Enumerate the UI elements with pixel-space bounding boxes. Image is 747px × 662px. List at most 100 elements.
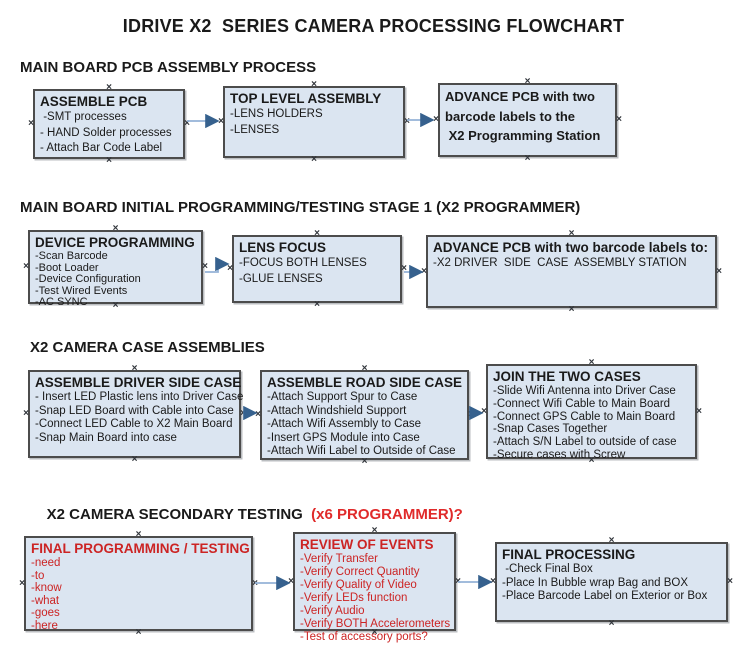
box-item: -Attach S/N Label to outside of case xyxy=(493,436,677,449)
flow-box-advance-pcb-case-assembly: ADVANCE PCB with two barcode labels to: … xyxy=(421,229,722,315)
connection-point-marker: × xyxy=(240,408,246,419)
connection-point-marker: × xyxy=(311,79,317,90)
box-item: -GLUE LENSES xyxy=(239,272,323,285)
connection-point-marker: × xyxy=(608,618,615,629)
section-heading-text: X2 CAMERA SECONDARY TESTING xyxy=(46,506,312,523)
box-item: -Device Configuration xyxy=(35,273,141,285)
flow-box-top-level-assembly: TOP LEVEL ASSEMBLY -LENS HOLDERS -LENSES… xyxy=(218,80,410,165)
box-item: -Secure cases with Screw xyxy=(493,448,626,461)
box-item: -Snap LED Board with Cable into Case xyxy=(35,404,234,417)
connection-point-marker: × xyxy=(568,228,575,239)
connection-point-marker: × xyxy=(404,116,410,127)
connection-point-marker: × xyxy=(727,576,733,587)
box-item: -Attach Wifi Label to Outside of Case xyxy=(267,445,456,457)
connection-point-marker: × xyxy=(131,454,138,465)
connection-point-marker: × xyxy=(588,357,595,368)
connection-point-marker: × xyxy=(361,363,368,374)
box-item: -know xyxy=(31,582,62,594)
page-title: IDRIVE X2 SERIES CAMERA PROCESSING FLOWC… xyxy=(122,16,625,36)
connection-point-marker: × xyxy=(288,575,294,587)
box-title: LENS FOCUS xyxy=(239,240,327,255)
box-item: -Test of accessory ports? xyxy=(300,631,428,643)
connection-point-marker: × xyxy=(455,575,461,587)
box-item: -what xyxy=(31,594,60,607)
connection-point-marker: × xyxy=(19,577,25,589)
box-item: -goes xyxy=(31,607,60,619)
box-title-line: X2 Programming Station xyxy=(445,128,601,143)
box-item: -Attach Support Spur to Case xyxy=(267,391,418,403)
connection-point-marker: × xyxy=(524,76,531,87)
connection-point-marker: × xyxy=(255,409,261,420)
box-title: FINAL PROCESSING xyxy=(502,547,636,562)
box-title: ASSEMBLE ROAD SIDE CASE xyxy=(267,375,463,390)
connection-point-marker: × xyxy=(184,118,190,129)
connection-point-marker: × xyxy=(696,405,702,417)
box-title: FINAL PROGRAMMING / TESTING xyxy=(31,541,250,556)
box-item: -Snap Cases Together xyxy=(493,423,608,436)
box-item: -Scan Barcode xyxy=(35,250,108,262)
connection-point-marker: × xyxy=(202,261,208,272)
section-heading-case-assemblies: X2 CAMERA CASE ASSEMBLIES xyxy=(30,339,265,356)
connection-point-marker: × xyxy=(433,114,439,125)
connection-point-marker: × xyxy=(524,153,531,164)
box-item: -to xyxy=(31,569,45,582)
box-item: - Insert LED Plastic lens into Driver Ca… xyxy=(35,391,244,403)
box-title: JOIN THE TWO CASES xyxy=(493,369,641,384)
connection-point-marker: × xyxy=(314,228,320,239)
box-item: -here xyxy=(31,619,58,632)
box-item: - Attach Bar Code Label xyxy=(40,142,163,154)
box-title: DEVICE PROGRAMMING xyxy=(35,235,195,250)
connection-point-marker: × xyxy=(28,118,34,129)
connection-point-marker: × xyxy=(23,261,29,272)
box-item: -Verify BOTH Accelerometers xyxy=(300,618,451,630)
flow-box-assemble-pcb: ASSEMBLE PCB -SMT processes - HAND Solde… xyxy=(28,83,190,166)
box-item: -Connect Wifi Cable to Main Board xyxy=(493,397,671,410)
connection-point-marker: × xyxy=(311,154,317,165)
box-item: -Slide Wifi Antenna into Driver Case xyxy=(493,385,676,397)
box-item: -SMT processes xyxy=(40,111,127,123)
box-item: -Place In Bubble wrap Bag and BOX xyxy=(502,576,689,589)
box-item: -Test Wired Events xyxy=(35,284,128,297)
connection-point-marker: × xyxy=(314,299,320,310)
box-item: -Attach Windshield Support xyxy=(267,404,407,417)
box-title: ASSEMBLE PCB xyxy=(40,94,148,109)
section-heading-initial-programming: MAIN BOARD INITIAL PROGRAMMING/TESTING S… xyxy=(20,199,581,216)
connection-point-marker: × xyxy=(568,304,575,315)
box-item: -Snap Main Board into case xyxy=(35,431,177,444)
box-title: TOP LEVEL ASSEMBLY xyxy=(230,91,382,106)
box-item: -Place Barcode Label on Exterior or Box xyxy=(502,590,708,602)
connection-point-marker: × xyxy=(131,363,138,374)
box-title: ADVANCE PCB with two barcode labels to: xyxy=(433,240,709,255)
box-item: -Check Final Box xyxy=(502,563,593,575)
connection-point-marker: × xyxy=(616,114,622,125)
connection-point-marker: × xyxy=(252,577,258,589)
box-title-line: barcode labels to the xyxy=(445,108,576,124)
connection-point-marker: × xyxy=(468,409,474,420)
box-item: -Verify Correct Quantity xyxy=(300,566,420,578)
box-item: -Insert GPS Module into Case xyxy=(267,431,420,444)
flow-box-assemble-road-side-case: ASSEMBLE ROAD SIDE CASE -Attach Support … xyxy=(255,364,474,467)
box-item: -Verify Transfer xyxy=(300,553,378,565)
connection-point-marker: × xyxy=(23,408,29,419)
connection-point-marker: × xyxy=(361,456,368,467)
box-item: -Verify Quality of Video xyxy=(300,579,417,591)
flow-box-final-programming-testing: FINAL PROGRAMMING / TESTING -need -to -k… xyxy=(19,530,258,638)
connection-point-marker: × xyxy=(481,405,487,417)
flow-box-join-the-two-cases: JOIN THE TWO CASES -Slide Wifi Antenna i… xyxy=(481,358,702,466)
section-heading-pcb-assembly: MAIN BOARD PCB ASSEMBLY PROCESS xyxy=(20,59,317,76)
connection-point-marker: × xyxy=(106,82,112,93)
box-item: -Connect GPS Cable to Main Board xyxy=(493,410,676,423)
connection-point-marker: × xyxy=(490,576,496,587)
connection-point-marker: × xyxy=(421,265,427,277)
box-item: -Attach Wifi Assembly to Case xyxy=(267,418,422,430)
box-item: - HAND Solder processes xyxy=(40,126,172,139)
box-item: -AC SYNC xyxy=(35,296,88,308)
flow-box-device-programming: DEVICE PROGRAMMING -Scan Barcode -Boot L… xyxy=(23,224,208,311)
flow-box-advance-pcb-programming-station: ADVANCE PCB with two barcode labels to t… xyxy=(433,77,622,164)
box-item: -Verify Audio xyxy=(300,605,365,617)
flow-box-assemble-driver-side-case: ASSEMBLE DRIVER SIDE CASE - Insert LED P… xyxy=(23,364,246,465)
section-heading-red-text: (x6 PROGRAMMER)? xyxy=(311,506,463,523)
connection-point-marker: × xyxy=(227,263,233,274)
connection-point-marker: × xyxy=(218,116,224,127)
